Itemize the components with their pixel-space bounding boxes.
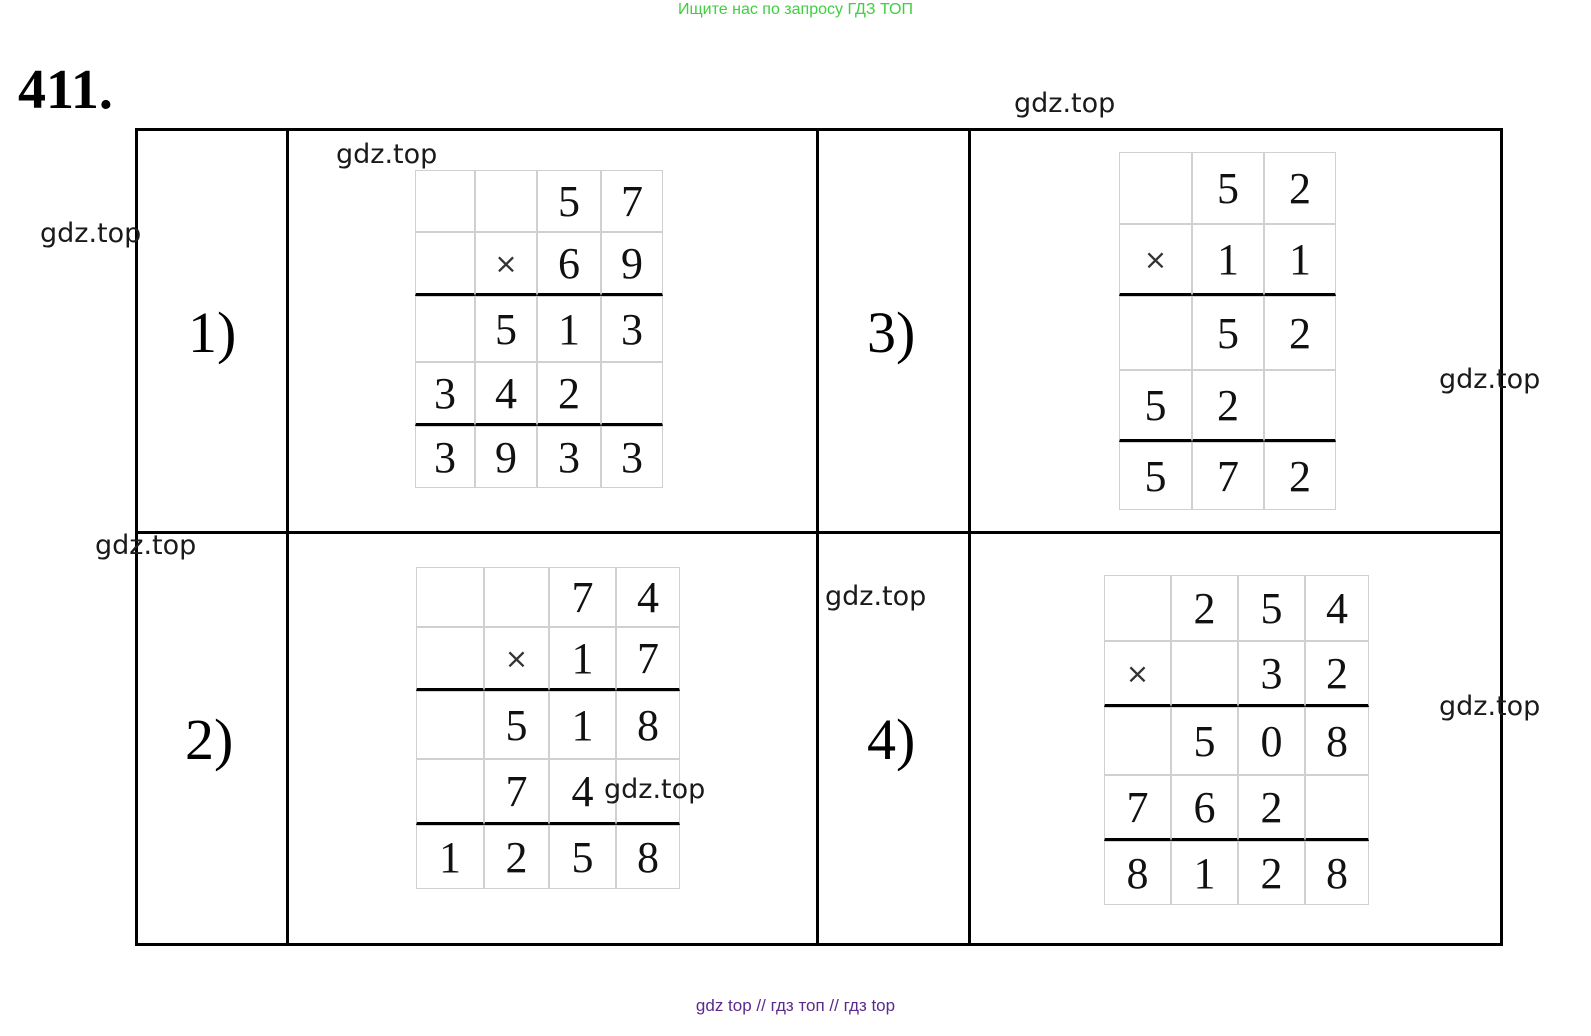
digit-cell: 2 bbox=[1264, 152, 1336, 224]
digit-cell: 3 bbox=[415, 362, 475, 426]
digit-cell bbox=[1104, 575, 1171, 641]
digit-cell bbox=[415, 296, 475, 362]
top-banner: Ищите нас по запросу ГДЗ ТОП bbox=[678, 1, 913, 18]
digit-cell bbox=[1104, 707, 1171, 775]
digit-cell: 4 bbox=[549, 759, 616, 825]
label-1: 1) bbox=[188, 300, 237, 365]
digit-cell bbox=[616, 759, 680, 825]
watermark: gdz.top bbox=[1014, 88, 1116, 119]
digit-cell bbox=[601, 362, 663, 426]
problem-number: 411. bbox=[18, 59, 113, 121]
digit-cell: 6 bbox=[1171, 775, 1238, 841]
table-divider bbox=[286, 128, 289, 946]
watermark: gdz.top bbox=[95, 530, 197, 561]
digit-cell: 5 bbox=[1171, 707, 1238, 775]
watermark: gdz.top bbox=[1439, 691, 1541, 722]
digit-cell: 5 bbox=[1238, 575, 1305, 641]
digit-cell: 2 bbox=[1192, 370, 1264, 442]
digit-cell bbox=[1171, 641, 1238, 707]
digit-cell bbox=[415, 232, 475, 296]
digit-cell: 1 bbox=[537, 296, 601, 362]
digit-cell: 8 bbox=[1104, 841, 1171, 905]
digit-cell bbox=[416, 691, 484, 759]
digit-cell: 3 bbox=[1238, 641, 1305, 707]
digit-cell: 7 bbox=[616, 627, 680, 691]
digit-cell: 7 bbox=[1192, 442, 1264, 510]
digit-cell: 5 bbox=[484, 691, 549, 759]
watermark: gdz.top bbox=[40, 218, 142, 249]
digit-cell: 3 bbox=[601, 296, 663, 362]
digit-cell: 4 bbox=[475, 362, 537, 426]
footer-links: gdz top // гдз топ // гдз top bbox=[695, 996, 896, 1015]
exercise-table bbox=[135, 128, 1503, 946]
digit-cell: 8 bbox=[616, 691, 680, 759]
digit-cell: 2 bbox=[1238, 841, 1305, 905]
digit-cell: 3 bbox=[537, 426, 601, 488]
table-divider bbox=[968, 128, 971, 946]
digit-cell bbox=[416, 567, 484, 627]
digit-cell bbox=[416, 759, 484, 825]
digit-cell: 5 bbox=[537, 170, 601, 232]
digit-cell: 9 bbox=[601, 232, 663, 296]
digit-cell: 2 bbox=[1264, 296, 1336, 370]
digit-cell bbox=[1119, 152, 1192, 224]
digit-cell: 7 bbox=[601, 170, 663, 232]
label-2: 2) bbox=[185, 707, 234, 772]
digit-cell: 2 bbox=[537, 362, 601, 426]
digit-cell: 1 bbox=[549, 691, 616, 759]
digit-cell: 1 bbox=[1192, 224, 1264, 296]
digit-cell: 5 bbox=[549, 825, 616, 889]
digit-cell: 2 bbox=[1305, 641, 1369, 707]
digit-cell: 2 bbox=[1264, 442, 1336, 510]
digit-cell: 1 bbox=[1171, 841, 1238, 905]
digit-cell: 2 bbox=[1171, 575, 1238, 641]
digit-cell: 4 bbox=[1305, 575, 1369, 641]
digit-cell: 7 bbox=[484, 759, 549, 825]
digit-cell bbox=[1119, 296, 1192, 370]
table-divider bbox=[816, 128, 819, 946]
watermark: gdz.top bbox=[604, 774, 706, 805]
digit-cell: 1 bbox=[549, 627, 616, 691]
digit-cell bbox=[416, 627, 484, 691]
digit-cell bbox=[1305, 775, 1369, 841]
digit-cell: 7 bbox=[1104, 775, 1171, 841]
digit-cell: 2 bbox=[1238, 775, 1305, 841]
digit-cell: 5 bbox=[1119, 370, 1192, 442]
label-4: 4) bbox=[867, 707, 916, 772]
digit-cell: 3 bbox=[415, 426, 475, 488]
digit-cell: 0 bbox=[1238, 707, 1305, 775]
multiply-sign: × bbox=[1119, 224, 1192, 296]
label-3: 3) bbox=[867, 300, 916, 365]
digit-cell bbox=[475, 170, 537, 232]
digit-cell: 1 bbox=[416, 825, 484, 889]
digit-cell: 5 bbox=[475, 296, 537, 362]
digit-cell: 5 bbox=[1192, 296, 1264, 370]
digit-cell bbox=[1264, 370, 1336, 442]
multiply-sign: × bbox=[484, 627, 549, 691]
digit-cell: 8 bbox=[1305, 841, 1369, 905]
digit-cell: 2 bbox=[484, 825, 549, 889]
digit-cell: 4 bbox=[616, 567, 680, 627]
watermark: gdz.top bbox=[336, 139, 438, 170]
digit-cell bbox=[415, 170, 475, 232]
digit-cell: 7 bbox=[549, 567, 616, 627]
digit-cell: 6 bbox=[537, 232, 601, 296]
multiply-sign: × bbox=[1104, 641, 1171, 707]
digit-cell: 8 bbox=[1305, 707, 1369, 775]
digit-cell bbox=[484, 567, 549, 627]
digit-cell: 1 bbox=[1264, 224, 1336, 296]
watermark: gdz.top bbox=[1439, 364, 1541, 395]
digit-cell: 5 bbox=[1192, 152, 1264, 224]
watermark: gdz.top bbox=[825, 581, 927, 612]
multiply-sign: × bbox=[475, 232, 537, 296]
digit-cell: 5 bbox=[1119, 442, 1192, 510]
digit-cell: 8 bbox=[616, 825, 680, 889]
digit-cell: 9 bbox=[475, 426, 537, 488]
digit-cell: 3 bbox=[601, 426, 663, 488]
table-divider bbox=[135, 531, 1503, 534]
